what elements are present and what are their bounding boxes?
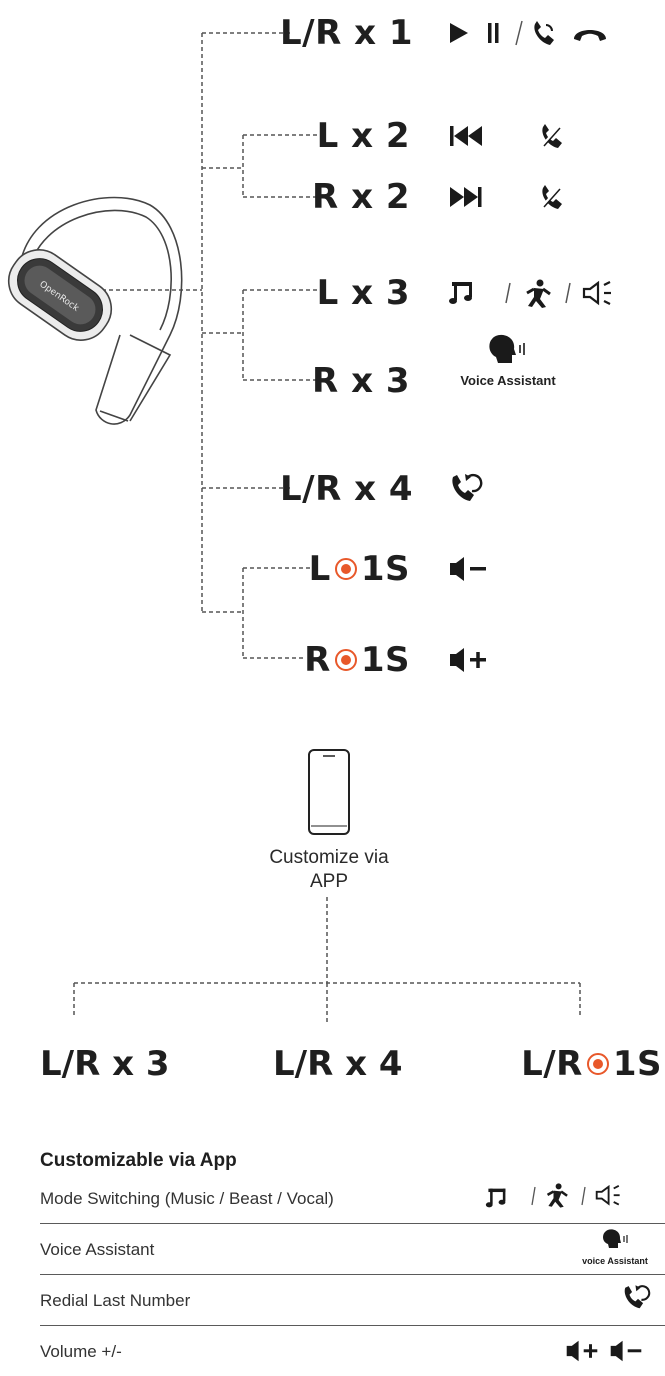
gesture-label-hold: L 1S bbox=[280, 549, 410, 589]
music-mode-icon bbox=[485, 1188, 506, 1208]
earbud-illustration: OpenRock bbox=[7, 196, 183, 425]
app-target-label: L/R x 3 bbox=[40, 1044, 170, 1084]
volume-up-icon bbox=[450, 648, 486, 672]
gesture-duration: 1S bbox=[360, 640, 410, 680]
app-caption: Customize via APP bbox=[229, 846, 429, 894]
reject-call-icon bbox=[540, 185, 562, 209]
gesture-label: L/R x 4 bbox=[280, 469, 414, 509]
gesture-duration: 1S bbox=[360, 549, 410, 589]
voice-assistant-icon bbox=[489, 334, 525, 363]
icon-group bbox=[448, 13, 618, 64]
gesture-label: L x 2 bbox=[316, 116, 410, 156]
row-icons bbox=[485, 1179, 655, 1221]
phone-icon bbox=[308, 749, 350, 835]
gesture-label: R x 2 bbox=[312, 177, 410, 217]
app-target-label-hold: L/R 1S bbox=[500, 1044, 662, 1084]
row-label: Volume +/- bbox=[40, 1342, 122, 1361]
reject-call-icon bbox=[540, 124, 562, 148]
app-connector-lines bbox=[73, 897, 581, 1025]
redial-icon bbox=[452, 473, 483, 501]
row-label: Mode Switching (Music / Beast / Vocal) bbox=[40, 1189, 334, 1208]
beast-mode-icon bbox=[546, 1183, 568, 1208]
table-title: Customizable via App bbox=[40, 1150, 237, 1171]
answer-call-icon bbox=[534, 21, 554, 45]
vocal-mode-icon bbox=[582, 280, 611, 306]
gesture-duration: 1S bbox=[612, 1044, 662, 1084]
play-pause-icon bbox=[450, 20, 606, 46]
table-row: Volume +/- bbox=[40, 1322, 665, 1370]
music-mode-icon bbox=[449, 282, 472, 304]
vocal-mode-icon bbox=[595, 1184, 620, 1206]
press-hold-dot bbox=[334, 648, 357, 671]
volume-icons bbox=[566, 1340, 642, 1362]
press-hold-dot bbox=[334, 557, 357, 580]
row-icons: voice Assistant bbox=[575, 1228, 655, 1266]
app-target-label: L/R x 4 bbox=[273, 1044, 403, 1084]
beast-mode-icon bbox=[526, 279, 551, 308]
previous-track-icon bbox=[450, 124, 562, 148]
icon-group bbox=[448, 177, 578, 228]
gesture-label: L x 3 bbox=[316, 273, 410, 313]
table-row: Mode Switching (Music / Beast / Vocal) bbox=[40, 1175, 665, 1224]
gesture-side: L/R bbox=[521, 1044, 583, 1084]
gesture-side: R bbox=[304, 640, 331, 680]
gesture-label: L/R x 1 bbox=[280, 13, 414, 53]
redial-icon bbox=[624, 1285, 651, 1309]
voice-assistant-label: Voice Assistant bbox=[460, 373, 556, 388]
app-caption-line: APP bbox=[309, 871, 349, 892]
voice-assistant-label: voice Assistant bbox=[582, 1256, 648, 1266]
icon-group bbox=[448, 640, 498, 691]
table-row: Redial Last Number bbox=[40, 1277, 665, 1326]
icon-group bbox=[448, 549, 498, 600]
app-caption-line: Customize via bbox=[269, 847, 389, 868]
volume-down-icon bbox=[610, 1340, 642, 1362]
icon-group bbox=[448, 273, 648, 324]
icon-group bbox=[448, 116, 578, 167]
gesture-label: R x 3 bbox=[312, 361, 410, 401]
mode-icons bbox=[485, 1183, 620, 1208]
row-label: Redial Last Number bbox=[40, 1291, 191, 1310]
mode-icons bbox=[449, 279, 611, 308]
row-label: Voice Assistant bbox=[40, 1240, 155, 1259]
press-hold-dot bbox=[586, 1052, 609, 1075]
next-track-icon bbox=[450, 185, 562, 209]
end-call-icon bbox=[574, 30, 606, 41]
gesture-label-hold: R 1S bbox=[280, 640, 410, 680]
table-row: Voice Assistant voice Assistant bbox=[40, 1226, 665, 1275]
voice-assistant-icon bbox=[603, 1229, 628, 1248]
gesture-side: L bbox=[308, 549, 331, 589]
icon-group: Voice Assistant bbox=[448, 333, 568, 388]
volume-up-icon bbox=[566, 1340, 598, 1362]
icon-group bbox=[448, 469, 488, 520]
volume-down-icon bbox=[450, 557, 486, 581]
row-icons bbox=[621, 1281, 655, 1323]
row-icons bbox=[565, 1334, 655, 1376]
